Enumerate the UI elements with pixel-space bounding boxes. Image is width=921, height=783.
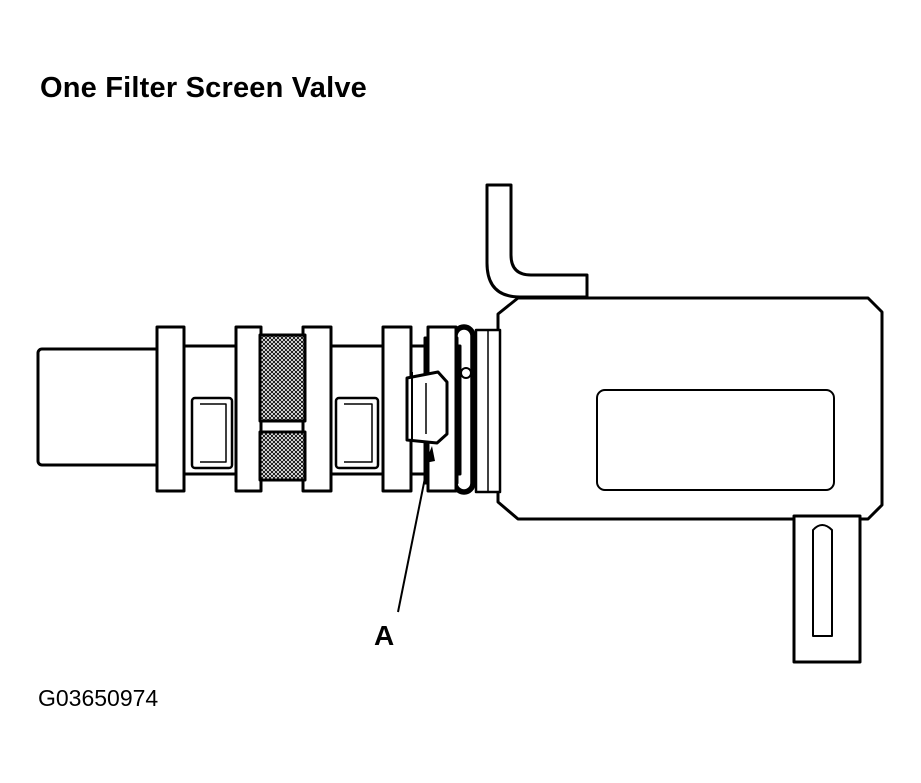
callout-arrowhead bbox=[425, 446, 435, 463]
filter-screen-upper bbox=[258, 333, 307, 423]
o-ring-highlight bbox=[460, 367, 472, 379]
hex-valve bbox=[405, 370, 449, 445]
diagram-title: One Filter Screen Valve bbox=[40, 72, 367, 104]
spool-land-2 bbox=[234, 325, 263, 493]
spool-port-2 bbox=[334, 396, 380, 470]
solenoid-label-recess bbox=[596, 389, 835, 491]
top-tube bbox=[485, 183, 589, 299]
filter-screen-lower bbox=[258, 430, 307, 482]
callout-leader bbox=[397, 457, 430, 613]
spool-land-1 bbox=[155, 325, 186, 493]
spool-port-1 bbox=[190, 396, 234, 470]
spool-land-3 bbox=[301, 325, 333, 493]
callout-label-a: A bbox=[374, 620, 395, 651]
figure-id: G03650974 bbox=[38, 685, 159, 711]
